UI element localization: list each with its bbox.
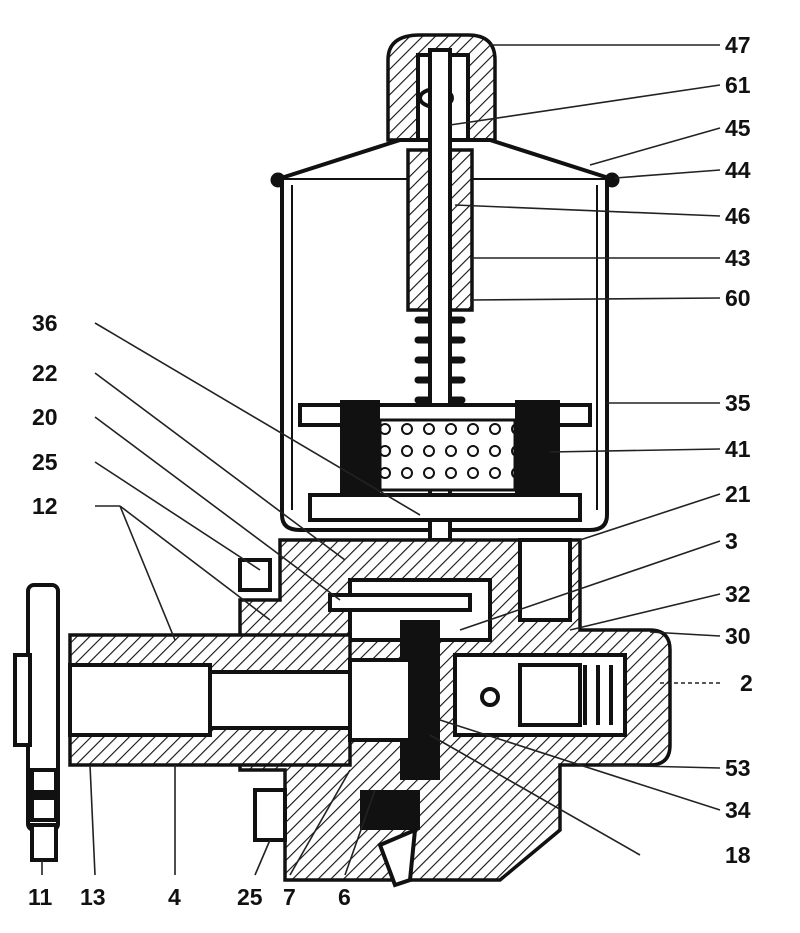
label-30: 30	[725, 623, 751, 649]
label-3: 3	[725, 528, 738, 554]
label-21: 21	[725, 481, 751, 507]
labels-bottom: 11 13 4 25 7 6	[28, 884, 351, 910]
label-12: 12	[32, 493, 58, 519]
label-46: 46	[725, 203, 751, 229]
labels-left: 36 22 20 25 12	[32, 310, 58, 519]
label-25-top: 25	[32, 449, 58, 475]
label-41: 41	[725, 436, 751, 462]
label-36: 36	[32, 310, 58, 336]
label-47: 47	[725, 32, 751, 58]
label-25-bottom: 25	[237, 884, 263, 910]
labels-right: 47 61 45 44 46 43 60 35 41 21 3 32 30 2 …	[725, 32, 753, 868]
label-45: 45	[725, 115, 751, 141]
label-11: 11	[28, 884, 53, 910]
label-60: 60	[725, 285, 751, 311]
filter-element	[298, 400, 592, 522]
pump-body	[238, 538, 672, 888]
label-6: 6	[338, 884, 351, 910]
flange	[13, 583, 60, 862]
label-7: 7	[283, 884, 296, 910]
label-2: 2	[740, 670, 753, 696]
shaft-tube	[68, 633, 412, 767]
label-34: 34	[725, 797, 751, 823]
label-43: 43	[725, 245, 751, 271]
label-4: 4	[168, 884, 181, 910]
label-20: 20	[32, 404, 58, 430]
label-35: 35	[725, 390, 751, 416]
label-61: 61	[725, 72, 751, 98]
label-18: 18	[725, 842, 751, 868]
label-53: 53	[725, 755, 751, 781]
label-44: 44	[725, 157, 751, 183]
leader-lines	[41, 44, 721, 876]
label-22: 22	[32, 360, 58, 386]
label-32: 32	[725, 581, 751, 607]
label-13: 13	[80, 884, 106, 910]
